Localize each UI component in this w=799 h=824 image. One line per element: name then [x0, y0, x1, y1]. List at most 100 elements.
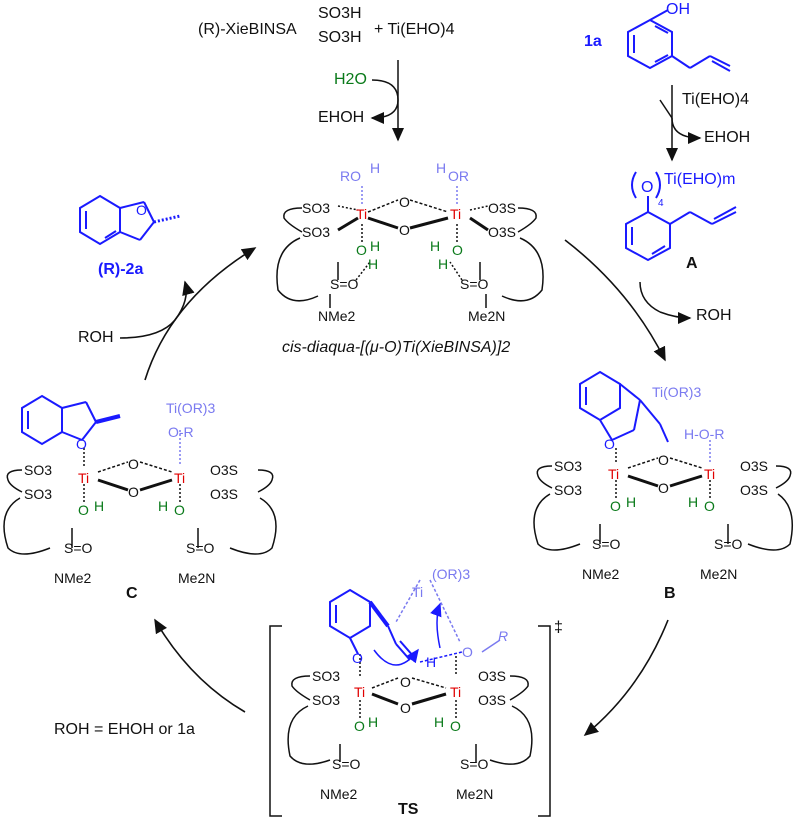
ts-or3: (OR)3 [432, 566, 471, 582]
intermediate-C-so3-bottom: SO3 [24, 486, 53, 502]
central-o3s-top-right: O3S [488, 200, 517, 216]
intermediate-C-bridge-o-top: O [128, 456, 139, 472]
intermediate-B-water-o-left: O [610, 498, 621, 514]
intermediate-A-structure [625, 171, 737, 262]
intermediate-B-water-h-left: H [626, 494, 637, 510]
central-sulfonyl-left: S=O [330, 276, 359, 292]
intermediate-C-sulfonyl-left: S=O [64, 540, 93, 556]
central-ti-right: Ti [450, 206, 462, 222]
intermediate-C-structure [3, 394, 277, 555]
intermediate-C-o3s-top: O3S [210, 462, 239, 478]
central-water-h2-left: H [368, 256, 379, 272]
intermediate-B-so3-bottom: SO3 [554, 482, 583, 498]
central-bridge-o-bottom: O [399, 222, 410, 238]
intermediate-C-ti-or3: Ti(OR)3 [166, 400, 216, 416]
central-h-right: H [436, 160, 447, 176]
intermediate-C-me2n: Me2N [178, 570, 216, 586]
ts-so3-bottom: SO3 [312, 692, 341, 708]
catalyst-so3h-top: SO3H [318, 5, 362, 22]
intermediate-C-so3-top: SO3 [24, 462, 53, 478]
arrow-A-release-ROH [639, 281, 692, 324]
arrow-1a-to-A [659, 85, 702, 162]
ts-ti-right: Ti [450, 684, 462, 700]
ts-sulfonyl-left: S=O [332, 756, 361, 772]
transition-state-structure [269, 579, 551, 817]
intermediate-C-water-h-left: H [94, 498, 105, 514]
intermediate-B-water-h-right: H [688, 494, 699, 510]
ts-r: R [498, 628, 509, 644]
catalyst-so3h-bottom: SO3H [318, 29, 362, 46]
intermediate-B-structure [533, 370, 793, 551]
intermediate-B-ti-right: Ti [704, 466, 716, 482]
ts-label: TS [398, 801, 419, 818]
ts-ti-top: Ti [412, 584, 424, 600]
ts-alkoxy-o: O [462, 644, 473, 660]
ts-me2n: Me2N [456, 786, 494, 802]
central-ti-left: Ti [356, 206, 368, 222]
intermediate-C-water-h-right: H [158, 498, 169, 514]
intermediate-B-so3-top: SO3 [554, 458, 583, 474]
intermediate-C-sulfonyl-right: S=O [186, 540, 215, 556]
intermediate-B-sulfonyl-left: S=O [592, 536, 621, 552]
central-so3-bottom-left: SO3 [302, 224, 331, 240]
ts-sulfonyl-right: S=O [460, 756, 489, 772]
ts-aryl-o: O [352, 650, 363, 666]
ts-water-h-right: H [434, 714, 445, 730]
substrate-byproduct: EHOH [704, 129, 751, 146]
intermediate-C-ti-right: Ti [174, 470, 186, 486]
ti-reagent: + Ti(EHO)4 [374, 21, 455, 38]
intermediate-C-o-r: O-R [168, 424, 194, 440]
intermediate-B-nme2: NMe2 [582, 566, 620, 582]
central-water-h2-right: H [438, 256, 449, 272]
central-nme2: NMe2 [318, 308, 356, 324]
product-label: (R)-2a [98, 261, 144, 278]
ts-bridge-o-top: O [400, 674, 411, 690]
central-complex-structure [276, 186, 544, 308]
intermediate-B-label: B [664, 585, 676, 602]
central-h-left: H [370, 160, 381, 176]
intermediate-A-label: A [686, 255, 698, 272]
intermediate-B-bridge-o-bottom: O [658, 480, 669, 496]
intermediate-A-o: O [641, 179, 654, 196]
central-me2n: Me2N [468, 308, 506, 324]
intermediate-B-me2n: Me2N [700, 566, 738, 582]
intermediate-B-ho-r: H-O-R [684, 426, 725, 442]
central-water-h1-left: H [370, 238, 381, 254]
ehoh-label: EHOH [318, 109, 365, 126]
intermediate-C-water-o-left: O [78, 502, 89, 518]
ts-water-o-right: O [450, 718, 461, 734]
intermediate-C-o: O [76, 436, 87, 452]
central-or-right: OR [448, 168, 469, 184]
intermediate-B-bridge-o-top: O [658, 452, 669, 468]
product-roh: ROH [78, 329, 114, 346]
central-complex-name: cis-diaqua-[(μ-O)Ti(XieBINSA)]2 [282, 339, 511, 356]
central-ro-left: RO [340, 168, 361, 184]
intermediate-B-water-o-right: O [704, 498, 715, 514]
roh-note: ROH = EHOH or 1a [54, 721, 195, 738]
central-o3s-bottom-right: O3S [488, 224, 517, 240]
central-water-o-right: O [452, 242, 463, 258]
intermediate-C-water-o-right: O [174, 502, 185, 518]
intermediate-C-o3s-bottom: O3S [210, 486, 239, 502]
ts-so3-top: SO3 [312, 668, 341, 684]
ts-water-h-left: H [368, 714, 379, 730]
ts-ti-left: Ti [354, 684, 366, 700]
central-water-o-left: O [356, 242, 367, 258]
cycle-arrows [119, 239, 669, 737]
intermediate-B-sulfonyl-right: S=O [714, 536, 743, 552]
ts-water-o-left: O [354, 718, 365, 734]
central-bridge-o-top: O [399, 194, 410, 210]
central-water-h1-right: H [430, 238, 441, 254]
intermediate-B-ti-or3: Ti(OR)3 [652, 384, 702, 400]
intermediate-B-o3s-top: O3S [740, 458, 769, 474]
substrate-reagent: Ti(EHO)4 [682, 91, 749, 108]
formation-arrow [370, 60, 404, 142]
catalyst-label: (R)-XieBINSA [198, 21, 297, 38]
substrate-label: 1a [584, 33, 602, 50]
substrate-oh: OH [666, 1, 690, 18]
substrate-1a-structure [627, 9, 731, 72]
ts-dagger: ‡ [554, 619, 563, 636]
ts-nme2: NMe2 [320, 786, 358, 802]
ts-o3s-top: O3S [478, 668, 507, 684]
intermediate-B-ti-left: Ti [608, 466, 620, 482]
